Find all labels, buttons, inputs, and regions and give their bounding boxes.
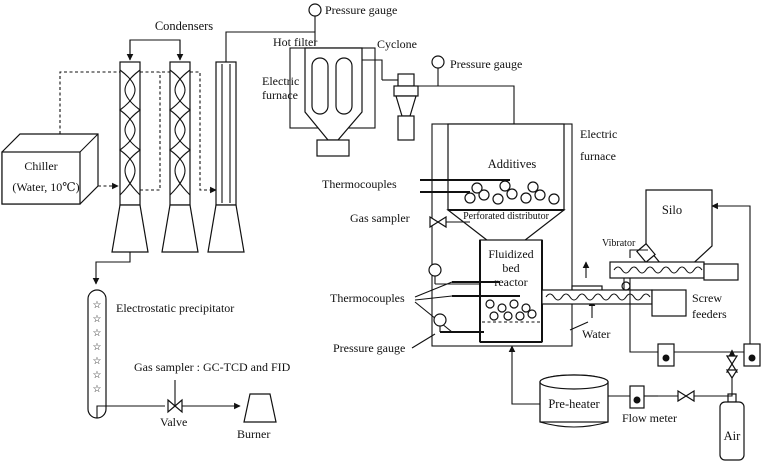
screw-feeders-label-2: feeders	[692, 307, 727, 321]
perforated-distributor-label: Perforated distributor	[463, 211, 549, 222]
chiller-coolant-lines	[59, 71, 217, 194]
electric-furnace-left-label-2: furnace	[262, 88, 298, 102]
condenser-flow-arrows	[126, 31, 316, 62]
electrostatic-precipitator-label: Electrostatic precipitator	[116, 301, 234, 315]
pressure-gauge-top-label: Pressure gauge	[325, 3, 397, 17]
silo: Silo Vibrator	[602, 189, 751, 360]
cyclone-label: Cyclone	[377, 37, 417, 51]
valve-label: Valve	[160, 415, 187, 429]
svg-text:☆: ☆	[93, 314, 102, 325]
thermocouples-bottom-label: Thermocouples	[330, 291, 405, 305]
hot-filter	[289, 47, 376, 157]
condenser-3	[207, 61, 245, 253]
perforated-distributor: Perforated distributor	[446, 209, 566, 245]
condensers-label: Condensers	[155, 19, 213, 33]
chiller-temp-label: (Water, 10℃)	[12, 180, 79, 194]
screw-feeders: Screw feeders	[541, 261, 739, 321]
pre-heater-label: Pre-heater	[548, 397, 600, 411]
chiller: Chiller (Water, 10℃)	[1, 133, 99, 205]
top-pressure-gauge: Pressure gauge	[308, 3, 397, 32]
gas-sampler-gc-label: Gas sampler : GC-TCD and FID	[134, 360, 291, 374]
condenser-outlet-line	[92, 252, 131, 285]
air-cylinder: Air	[719, 393, 745, 461]
pressure-gauge-reactor-label: Pressure gauge	[333, 341, 405, 355]
additives-label: Additives	[488, 157, 537, 171]
reactor-gas-sampler: Gas sampler	[350, 211, 470, 229]
chiller-label: Chiller	[24, 159, 57, 173]
flow-meter-label: Flow meter	[622, 411, 677, 425]
hot-filter-label: Hot filter	[273, 35, 317, 49]
svg-text:☆: ☆	[93, 300, 102, 311]
svg-text:☆: ☆	[93, 356, 102, 367]
thermocouples-bottom: Thermocouples	[330, 281, 520, 333]
condensers-connector	[129, 39, 181, 60]
electric-furnace-right-label-2: furnace	[580, 149, 616, 163]
screw-feeders-label-1: Screw	[692, 291, 722, 305]
air-supply-piping	[629, 278, 761, 406]
cyclone-pressure-gauge: Pressure gauge	[431, 55, 522, 86]
fluidized-bed-reactor: Fluidized bed reactor	[479, 239, 543, 343]
silo-label: Silo	[662, 203, 682, 217]
water-label: Water	[582, 327, 610, 341]
flow-meter: Flow meter	[604, 385, 733, 425]
svg-text:☆: ☆	[93, 342, 102, 353]
pre-heater: Pre-heater	[508, 345, 609, 428]
pressure-gauge-cyclone-label: Pressure gauge	[450, 57, 522, 71]
reactor-to-cyclone-line	[418, 85, 515, 124]
vibrator-label: Vibrator	[602, 238, 636, 249]
air-label: Air	[724, 429, 742, 443]
electrostatic-precipitator: ☆ ☆ ☆ ☆ ☆ ☆ ☆ Electrostatic precipitator	[87, 289, 234, 419]
outlet-gas-line: Gas sampler : GC-TCD and FID Valve	[96, 360, 291, 429]
thermocouples-top-label: Thermocouples	[322, 177, 397, 191]
cyclone	[362, 59, 419, 141]
condenser-1	[111, 61, 149, 253]
svg-text:☆: ☆	[93, 370, 102, 381]
thermocouples-top: Thermocouples	[322, 177, 510, 193]
fluidized-label-2: bed	[502, 261, 519, 275]
electric-furnace-left-label-1: Electric	[262, 74, 299, 88]
electric-furnace-right-label-1: Electric	[580, 127, 617, 141]
burner: Burner	[237, 393, 277, 441]
fluidized-label-3: reactor	[494, 275, 527, 289]
fluidized-label-1: Fluidized	[488, 247, 533, 261]
svg-text:☆: ☆	[93, 384, 102, 395]
condenser-2	[161, 61, 199, 253]
svg-text:☆: ☆	[93, 328, 102, 339]
reactor-pressure-gauges: Pressure gauge	[333, 263, 484, 355]
burner-label: Burner	[237, 427, 270, 441]
gas-sampler-reactor-label: Gas sampler	[350, 211, 410, 225]
